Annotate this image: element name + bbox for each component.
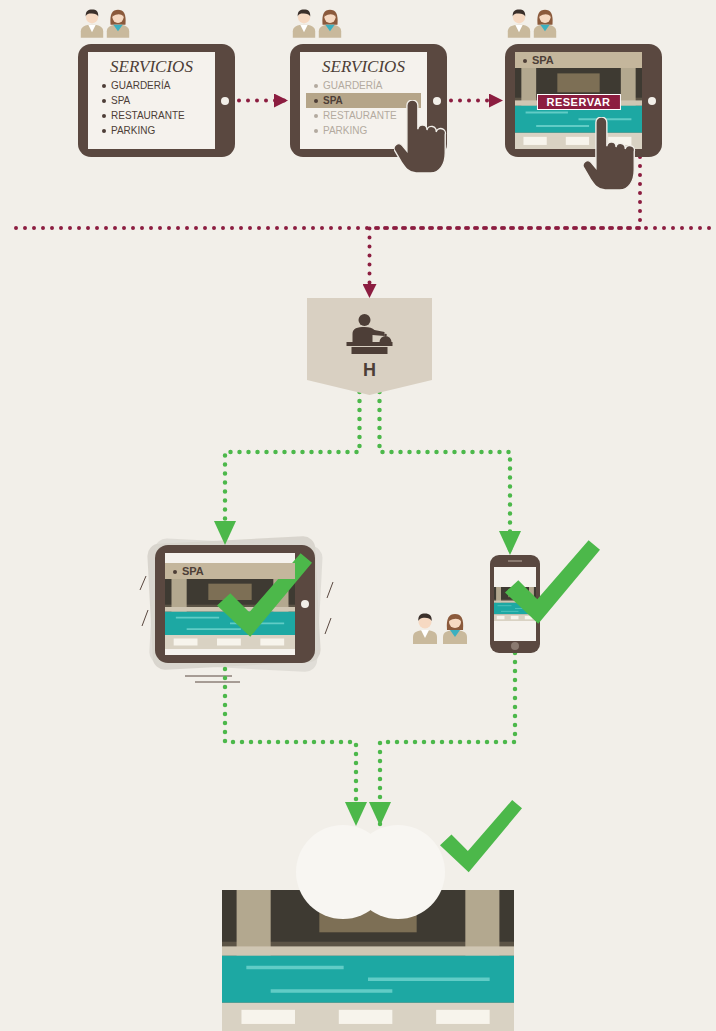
home-button: [221, 97, 229, 105]
list-item: GUARDERÍA: [88, 78, 215, 93]
button-label: RESERVAR: [546, 96, 610, 108]
highlight-bar: SPA: [306, 93, 421, 108]
screen-title: SERVICIOS: [88, 56, 215, 78]
list-item: PARKING: [88, 123, 215, 138]
list-item: GUARDERÍA: [300, 78, 427, 93]
bullet-dot: [102, 84, 106, 88]
phone-device: [490, 555, 540, 653]
home-button: [301, 600, 309, 608]
screen-title: SERVICIOS: [300, 56, 427, 78]
show-device: SPA: [155, 545, 315, 663]
bullet-dot: [102, 114, 106, 118]
home-button: [511, 642, 519, 650]
list-label: PARKING: [111, 125, 155, 136]
home-button: [648, 97, 656, 105]
dotted-connector: [239, 99, 288, 103]
bullet-dot: [102, 99, 106, 103]
book-device: SPA RESERVAR: [505, 44, 662, 157]
guest-icon: [374, 854, 422, 914]
user-icon: [413, 614, 437, 645]
bullet-dot: [102, 129, 106, 133]
tablet-shake: [140, 536, 333, 682]
hand-icon: [394, 100, 445, 173]
list-label: PARKING: [323, 125, 367, 136]
check-icon: [440, 800, 522, 872]
list-label: RESTAURANTE: [111, 110, 185, 121]
receptionist-icon: [347, 314, 393, 354]
screen-bar: SPA: [515, 52, 642, 68]
list-item: RESTAURANTE: [88, 108, 215, 123]
dotted-connector: [225, 392, 360, 545]
list-label: RESTAURANTE: [323, 110, 397, 121]
tablet-screen: SPA RESERVAR: [515, 52, 642, 149]
bullet-dot: [314, 129, 318, 133]
phone-speaker: [508, 560, 522, 562]
dotted-connector: [380, 392, 511, 555]
reception-node: H: [307, 298, 432, 395]
list-label: GUARDERÍA: [111, 80, 170, 91]
list-label: SPA: [111, 95, 130, 106]
reception-shape: [307, 298, 432, 395]
pointing-hand: [583, 117, 638, 190]
check-mark: [505, 540, 600, 626]
bullet-dot: [314, 99, 318, 103]
hand-icon: [583, 117, 634, 190]
spa-device: [222, 826, 514, 1031]
check-icon: [217, 553, 312, 637]
pool-image: [515, 68, 642, 149]
bar-label: SPA: [182, 565, 204, 577]
bullet-dot: [173, 570, 177, 574]
pointing-hand: [394, 100, 449, 173]
dotted-connector: [451, 99, 503, 103]
bar-label: SPA: [532, 54, 554, 66]
bullet-dot: [523, 59, 527, 63]
list-label: GUARDERÍA: [323, 80, 382, 91]
dotted-connector: [225, 669, 356, 826]
reserve-button: RESERVAR: [536, 94, 620, 110]
check-icon: [505, 540, 600, 624]
shadow-frame: [149, 538, 323, 673]
list-device: SERVICIOS GUARDERÍA SPA RESTAURANTE PARKING: [78, 44, 235, 157]
tablet-screen: SERVICIOS GUARDERÍA SPA RESTAURANTE PARKING: [88, 52, 215, 149]
user-icon: [443, 614, 467, 644]
list-item: SPA: [88, 93, 215, 108]
shadow-frame: [147, 536, 321, 671]
home-button: [433, 97, 441, 105]
bullet-dot: [314, 114, 318, 118]
user-icon: [508, 9, 530, 37]
reception-text: H: [307, 360, 432, 380]
screen-bar: SPA: [165, 563, 295, 579]
guests-badge: [222, 826, 514, 1031]
user-icon: [293, 9, 315, 37]
dotted-connector: [380, 653, 515, 826]
reception-outline: [307, 298, 432, 395]
user-icon: [107, 10, 129, 38]
bullet-dot: [314, 84, 318, 88]
hotel-letter: H: [307, 360, 432, 380]
user-icon: [534, 10, 556, 38]
list-label: SPA: [323, 95, 343, 106]
guest-circle: [351, 825, 445, 919]
list-device: SERVICIOS GUARDERÍA SPA RESTAURANTE PARKING: [290, 44, 447, 157]
user-icon: [81, 9, 103, 37]
user-icon: [319, 10, 341, 38]
